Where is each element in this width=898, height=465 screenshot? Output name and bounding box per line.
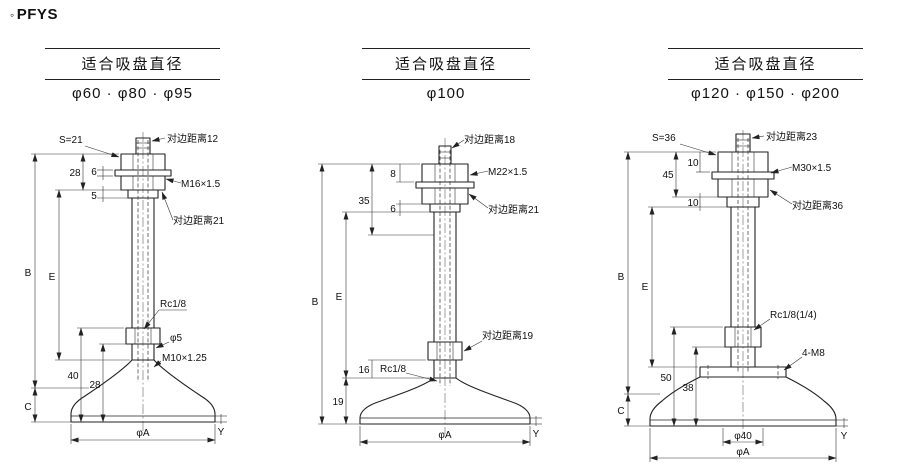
annotation-rc-thread: Rc1/8(1/4) (770, 310, 817, 321)
annotation-labels: S=21 对边距离12 M16×1.5 对边距离21 Rc1/8 φ5 M10×… (59, 132, 225, 368)
dim-label-phi40: φ40 (734, 431, 752, 442)
dim-label-lower1: 40 (67, 371, 79, 382)
annotation-flats-low: 对边距离19 (482, 329, 534, 342)
part-outline (70, 132, 216, 432)
annotation-rc-thread: Rc1/8 (380, 364, 407, 375)
dim-label-C: C (617, 406, 624, 417)
annotation-labels: 对边距离18 M22×1.5 对边距离21 对边距离19 Rc1/8 (380, 133, 540, 382)
dim-label-B: B (25, 268, 32, 279)
dim-label-C: C (24, 402, 31, 413)
diameter-header-3: 适合吸盘直径 φ120 · φ150 · φ200 (668, 48, 863, 102)
annotation-thread: M16×1.5 (181, 179, 221, 190)
annotation-flats-top: 对边距离18 (464, 133, 516, 146)
annotation-labels: S=36 对边距离23 M30×1.5 对边距离36 Rc1/8(1/4) 4-… (652, 130, 844, 371)
dim-label-shoulder: 6 (390, 204, 396, 215)
annotation-flats-mid: 对边距离21 (173, 214, 225, 227)
dimension-lines: B E 35 8 6 19 16 φA Y (312, 163, 542, 446)
dim-label-lower1: 50 (660, 373, 672, 384)
dim-label-E: E (49, 272, 56, 283)
dim-label-stack: 45 (662, 170, 674, 181)
dim-label-stack: 28 (69, 168, 81, 179)
diameter-values: φ60 · φ80 · φ95 (72, 85, 193, 102)
dim-label-washer: 6 (91, 167, 97, 178)
brand-logo: ◦ PFYS (10, 6, 58, 23)
annotation-flats-mid: 对边距离21 (488, 203, 540, 216)
part-outline (649, 130, 837, 436)
dim-label-E: E (336, 292, 343, 303)
dim-label-B: B (618, 272, 625, 283)
diameter-header-title: 适合吸盘直径 (668, 48, 863, 80)
dimension-lines: B C E 45 10 10 50 38 φ40 φA Y (617, 151, 848, 462)
diameter-header-1: 适合吸盘直径 φ60 · φ80 · φ95 (45, 48, 220, 102)
dim-label-Y: Y (218, 427, 225, 438)
diameter-header-title: 适合吸盘直径 (362, 48, 530, 80)
dim-label-Y: Y (533, 429, 540, 440)
dim-label-stack: 35 (358, 196, 370, 207)
annotation-rc-thread: Rc1/8 (160, 299, 187, 310)
dim-label-shoulder: 5 (91, 191, 97, 202)
dim-label-lower1: 19 (332, 397, 344, 408)
dim-label-shoulder: 10 (687, 198, 699, 209)
annotation-thread: M22×1.5 (488, 167, 528, 178)
dim-label-nut: 8 (390, 169, 396, 180)
technical-drawing-medium: B E 35 8 6 19 16 φA Y 对边距离18 M22×1.5 对边距… (312, 133, 542, 446)
annotation-hole-dia: φ5 (170, 333, 182, 344)
annotation-flats-top: 对边距离12 (167, 132, 219, 145)
technical-drawing-small: B C E 28 6 5 40 28 φA Y S=21 对边距离12 M16×… (24, 132, 227, 444)
dim-label-lower2: 38 (682, 383, 694, 394)
dim-label-E: E (642, 282, 649, 293)
diameter-values: φ100 (426, 85, 466, 102)
dim-label-Y: Y (841, 431, 848, 442)
dim-label-phiA: φA (438, 430, 451, 441)
annotation-flats-top: 对边距离23 (766, 130, 818, 143)
dim-label-phiA: φA (136, 428, 149, 439)
diameter-header-2: 适合吸盘直径 φ100 (362, 48, 530, 102)
dim-label-phiA: φA (736, 447, 749, 458)
diameter-header-title: 适合吸盘直径 (45, 48, 220, 80)
dim-label-B: B (312, 297, 319, 308)
annotation-wrench-size: S=36 (652, 133, 676, 144)
brand-text: PFYS (16, 6, 58, 23)
annotation-wrench-size: S=21 (59, 135, 83, 146)
dim-label-lower2: 16 (358, 365, 370, 376)
annotation-bottom-thread: M10×1.25 (162, 353, 207, 364)
diameter-values: φ120 · φ150 · φ200 (691, 85, 840, 102)
dim-label-nut: 10 (687, 158, 699, 169)
annotation-thread: M30×1.5 (792, 163, 832, 174)
dim-label-lower2: 28 (89, 380, 101, 391)
annotation-flats-mid: 对边距离36 (792, 199, 844, 212)
dimension-lines: B C E 28 6 5 40 28 φA Y (24, 153, 227, 444)
brand-bullet-icon: ◦ (10, 7, 15, 22)
technical-drawing-large: B C E 45 10 10 50 38 φ40 φA Y S=36 对边距离2… (617, 130, 848, 462)
part-outline (359, 138, 531, 434)
annotation-bolt-holes: 4-M8 (802, 348, 825, 359)
